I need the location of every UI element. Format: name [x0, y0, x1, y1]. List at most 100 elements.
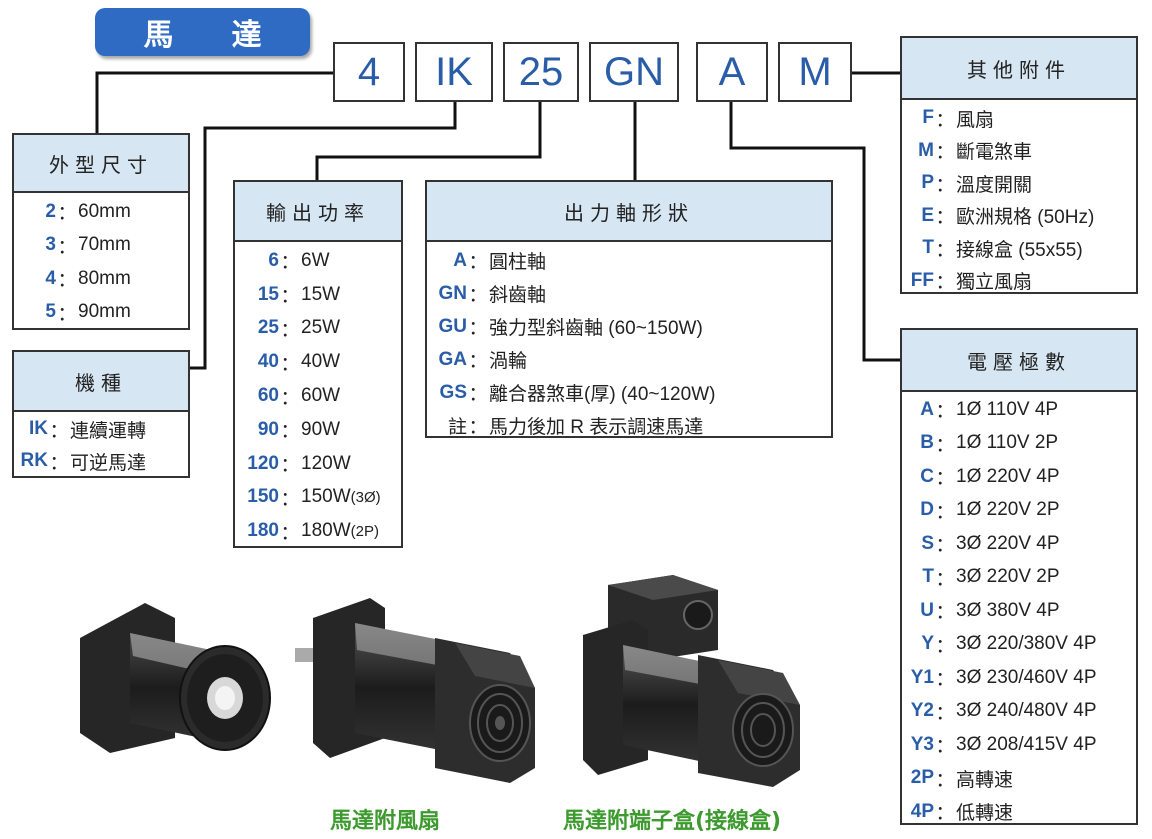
shaft-code: GS [439, 381, 467, 403]
separator: ： [935, 468, 955, 490]
power-row: 25：25W [235, 312, 401, 346]
motor-fan-image [295, 598, 535, 783]
voltage-value-text: 低轉速 [956, 803, 1014, 825]
power-code: 6 [268, 249, 279, 271]
power-value-note: (3Ø) [350, 489, 381, 507]
separator: ： [468, 285, 488, 306]
voltage-value: 1Ø 110V 4P [956, 399, 1058, 421]
voltage-value: 1Ø 220V 4P [956, 466, 1060, 488]
separator: ： [935, 736, 955, 758]
power-code: 60 [257, 385, 279, 407]
voltage-value: 1Ø 220V 2P [956, 499, 1060, 521]
separator: ： [935, 434, 955, 456]
power-value: 25W [301, 317, 340, 339]
shaft-value: 離合器煞車(厚) (40~120W) [489, 379, 715, 406]
voltage-row: S：3Ø 220V 4P [902, 527, 1136, 561]
separator: ： [468, 252, 488, 273]
separator: ： [468, 351, 488, 372]
separator: ： [935, 568, 955, 590]
power-value-text: 25W [301, 317, 341, 339]
power-row: 15：15W [235, 278, 401, 312]
separator: ： [935, 702, 955, 724]
power-value: 120W [301, 453, 351, 475]
voltage-value: 高轉速 [956, 765, 1013, 792]
separator: ： [49, 452, 69, 474]
size-value-text: 70mm [78, 234, 131, 256]
accessory-code: M [918, 139, 934, 161]
accessory-value: 溫度開關 [956, 170, 1032, 197]
accessory-value: 接線盒 (55x55) [956, 235, 1083, 262]
accessory-row: T：接線盒 (55x55) [902, 232, 1136, 265]
size-row: 5：90mm [14, 296, 188, 330]
power-value-text: 15W [301, 283, 341, 305]
shaft-note-label: 註 [447, 416, 467, 438]
power-code: 180 [247, 520, 279, 542]
model-value: 連續運轉 [70, 416, 146, 443]
size-row: 4：80mm [14, 262, 188, 296]
separator: ： [935, 401, 955, 423]
power-code: 90 [257, 418, 279, 440]
voltage-row: C：1Ø 220V 4P [902, 460, 1136, 494]
voltage-code: Y [921, 633, 934, 655]
shaft-code: GN [438, 282, 468, 304]
power-value-note: (2P) [350, 523, 379, 541]
separator: ： [57, 303, 77, 325]
separator: ： [280, 353, 300, 375]
voltage-row: Y2：3Ø 240/480V 4P [902, 695, 1136, 729]
model-value-text: 可逆馬達 [70, 452, 147, 474]
voltage-value: 3Ø 220/380V 4P [956, 633, 1097, 655]
voltage-value-text: 1Ø 220V 4P [956, 465, 1060, 487]
title-char-1: 馬 [143, 18, 174, 53]
shaft-row: GN：斜齒軸 [427, 277, 831, 310]
voltage-value-text: 3Ø 240/480V 4P [956, 700, 1097, 722]
accessory-code: FF [910, 269, 934, 291]
size-value: 70mm [78, 234, 131, 256]
size-code: 3 [45, 234, 56, 256]
power-value-text: 40W [301, 351, 341, 373]
separator: ： [935, 239, 955, 261]
separator: ： [935, 769, 955, 791]
size-row: 3：70mm [14, 229, 188, 263]
voltage-row: 4P：低轉速 [902, 795, 1136, 829]
size-value-text: 80mm [78, 267, 131, 289]
voltage-value-text: 3Ø 220/380V 4P [956, 633, 1097, 655]
code-box-shaft: GN [589, 42, 679, 102]
accessory-code: F [922, 107, 934, 129]
size-panel-header: 外型尺寸 [14, 135, 188, 193]
accessory-value-text: 接線盒 (55x55) [956, 239, 1083, 261]
accessory-row: P：溫度開關 [902, 167, 1136, 200]
voltage-row: 2P：高轉速 [902, 762, 1136, 796]
power-value-text: 6W [301, 249, 330, 271]
size-row: 2：60mm [14, 195, 188, 229]
voltage-row: D：1Ø 220V 2P [902, 494, 1136, 528]
power-value: 90W [301, 419, 340, 441]
code-box-size: 4 [333, 42, 405, 102]
accessory-value: 獨立風扇 [956, 267, 1032, 294]
shaft-code: A [453, 249, 467, 271]
separator: ： [280, 286, 300, 308]
separator: ： [935, 602, 955, 624]
power-value-text: 180W [301, 520, 351, 542]
shaft-row: GA：渦輪 [427, 343, 831, 376]
accessory-row: E：歐洲規格 (50Hz) [902, 200, 1136, 233]
voltage-value-text: 1Ø 110V 2P [956, 432, 1059, 454]
motor-title-badge: 馬 達 [95, 8, 310, 56]
voltage-code: A [920, 398, 934, 420]
voltage-code: Y1 [910, 666, 934, 688]
model-value: 可逆馬達 [70, 448, 146, 475]
voltage-code: Y2 [910, 700, 934, 722]
title-char-2: 達 [231, 18, 262, 53]
separator: ： [280, 252, 300, 274]
code-box-voltage: A [696, 42, 768, 102]
power-value-text: 120W [301, 452, 351, 474]
size-value: 80mm [78, 268, 131, 290]
connector-voltage [729, 102, 900, 362]
voltage-value: 3Ø 230/460V 4P [956, 667, 1097, 689]
power-value-text: 60W [301, 385, 341, 407]
model-row: RK：可逆馬達 [14, 445, 188, 477]
separator: ： [280, 319, 300, 341]
voltage-code: 2P [910, 767, 934, 789]
